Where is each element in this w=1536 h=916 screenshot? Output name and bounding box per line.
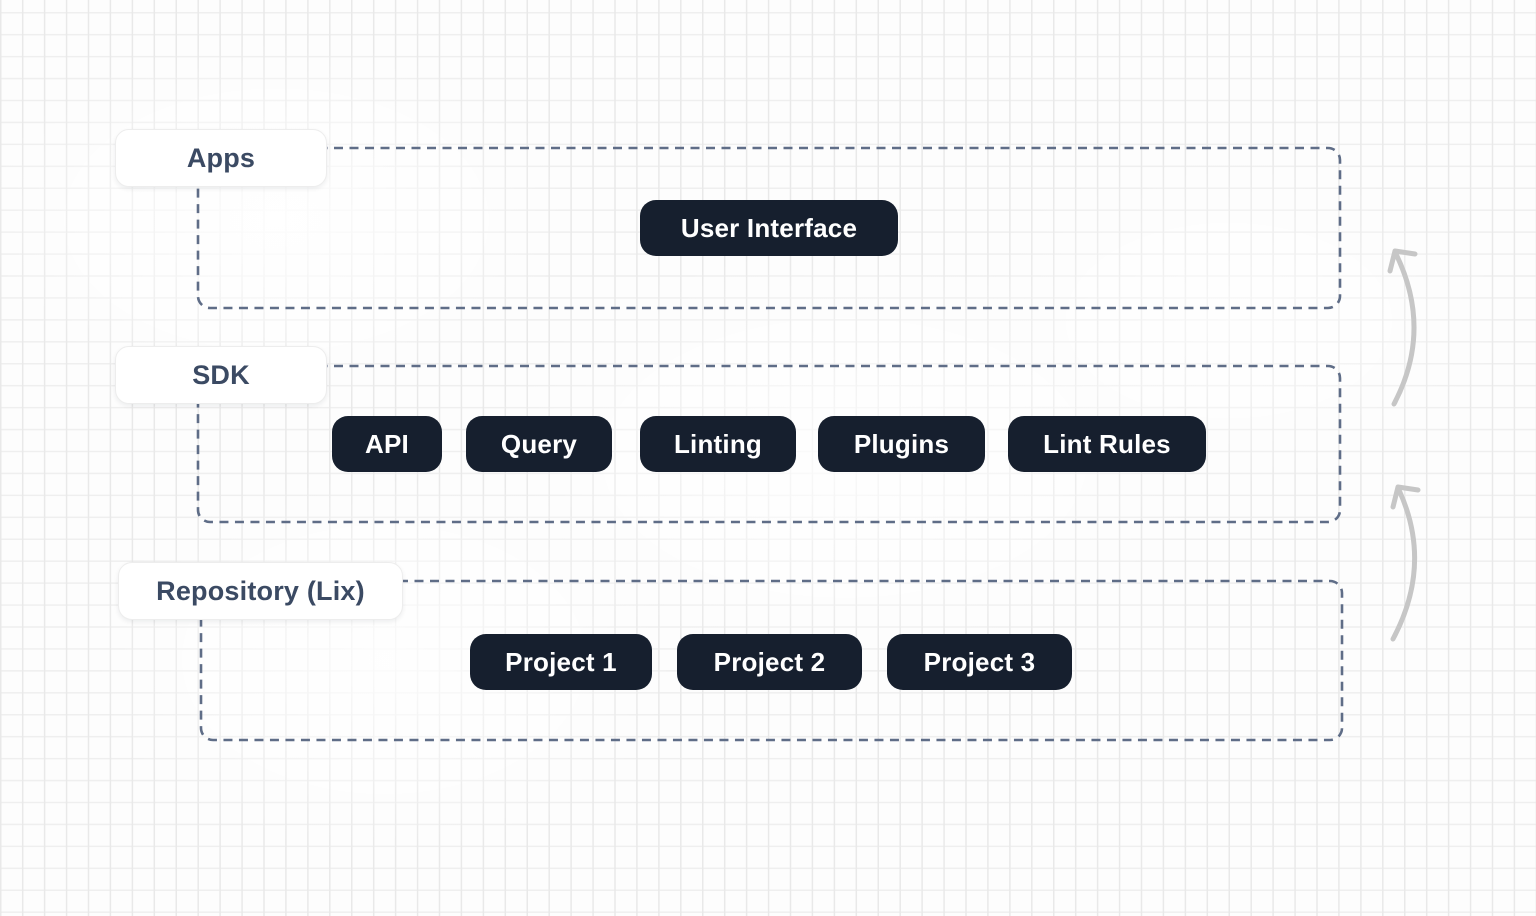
node-project-1-text: Project 1 xyxy=(505,646,617,677)
repository-layer-border xyxy=(199,579,1344,742)
sdk-layer-border xyxy=(196,364,1342,524)
node-user-interface: User Interface xyxy=(640,200,898,256)
curved-up-arrow-repository-to-sdk-icon xyxy=(1390,484,1421,642)
node-lint-rules: Lint Rules xyxy=(1008,416,1206,472)
curved-up-arrow-sdk-to-apps-icon xyxy=(1387,248,1418,407)
node-plugins-text: Plugins xyxy=(853,428,950,459)
node-query-text: Query xyxy=(500,428,578,459)
layer-label-apps: Apps xyxy=(115,129,327,187)
node-api-text: API xyxy=(365,428,409,459)
layer-label-sdk: SDK xyxy=(115,346,327,404)
node-lint-rules-text: Lint Rules xyxy=(1043,428,1171,459)
node-project-1: Project 1 xyxy=(470,634,652,690)
node-api: API xyxy=(332,416,442,472)
layer-label-repository: Repository (Lix) xyxy=(118,562,403,620)
node-project-2-text: Project 2 xyxy=(713,646,826,677)
node-linting: Linting xyxy=(640,416,796,472)
layer-label-sdk-text: SDK xyxy=(192,359,250,390)
layer-label-apps-text: Apps xyxy=(186,142,256,173)
node-query: Query xyxy=(466,416,612,472)
node-project-3: Project 3 xyxy=(887,634,1072,690)
layer-label-repository-text: Repository (Lix) xyxy=(156,575,365,606)
node-user-interface-text: User Interface xyxy=(680,212,858,243)
node-project-2: Project 2 xyxy=(677,634,862,690)
node-linting-text: Linting xyxy=(673,428,763,459)
node-project-3-text: Project 3 xyxy=(923,646,1036,677)
apps-layer-border xyxy=(196,146,1342,310)
node-plugins: Plugins xyxy=(818,416,985,472)
